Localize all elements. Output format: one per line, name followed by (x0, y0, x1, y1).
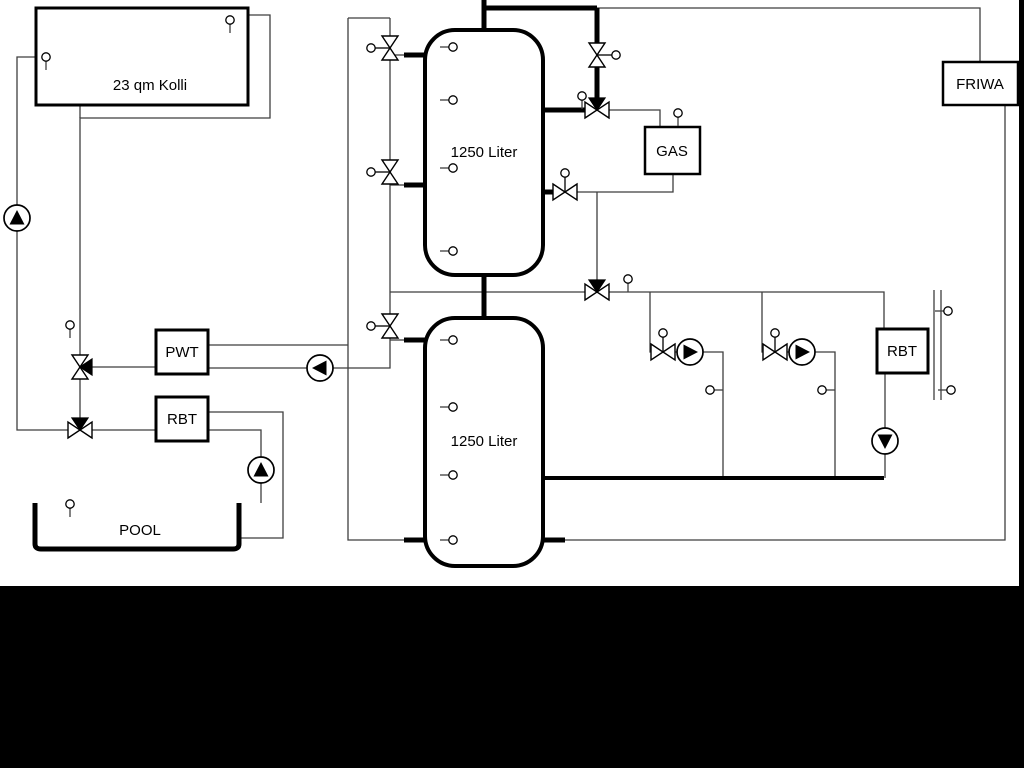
collector-box[interactable]: 23 qm Kolli (34, 6, 250, 107)
friwa-label: FRIWA (956, 76, 1004, 93)
buffer-charge-pump-icon[interactable] (306, 354, 334, 382)
pool-label: POOL (119, 522, 161, 539)
pool-basin[interactable]: POOL (32, 503, 242, 552)
right-letterbox (1019, 0, 1024, 586)
buffer-tank-top-label: 1250 Liter (451, 144, 518, 161)
heating-pump-2-icon[interactable] (788, 338, 816, 366)
buffer-tank-top[interactable]: 1250 Liter (423, 28, 545, 277)
pool-pump-icon[interactable] (247, 456, 275, 484)
buffer-tank-bottom-label: 1250 Liter (451, 433, 518, 450)
rbt-left-box[interactable]: RBT (154, 395, 210, 443)
pwt-box[interactable]: PWT (154, 328, 210, 376)
buffer-tank-bottom[interactable]: 1250 Liter (423, 316, 545, 568)
rbt-circulation-pump-icon[interactable] (871, 427, 899, 455)
rbt-right-box[interactable]: RBT (875, 327, 930, 375)
rbt-right-label: RBT (887, 343, 917, 360)
gas-boiler-box[interactable]: GAS (643, 125, 702, 176)
friwa-box[interactable]: FRIWA (941, 60, 1020, 107)
bottom-letterbox (0, 586, 1024, 768)
pwt-label: PWT (165, 344, 198, 361)
rbt-left-label: RBT (167, 411, 197, 428)
solar-pump-icon[interactable] (3, 204, 31, 232)
pipe-network-thick (404, 0, 884, 543)
gas-label: GAS (656, 143, 688, 160)
heating-pump-1-icon[interactable] (676, 338, 704, 366)
collector-label: 23 qm Kolli (113, 77, 187, 94)
